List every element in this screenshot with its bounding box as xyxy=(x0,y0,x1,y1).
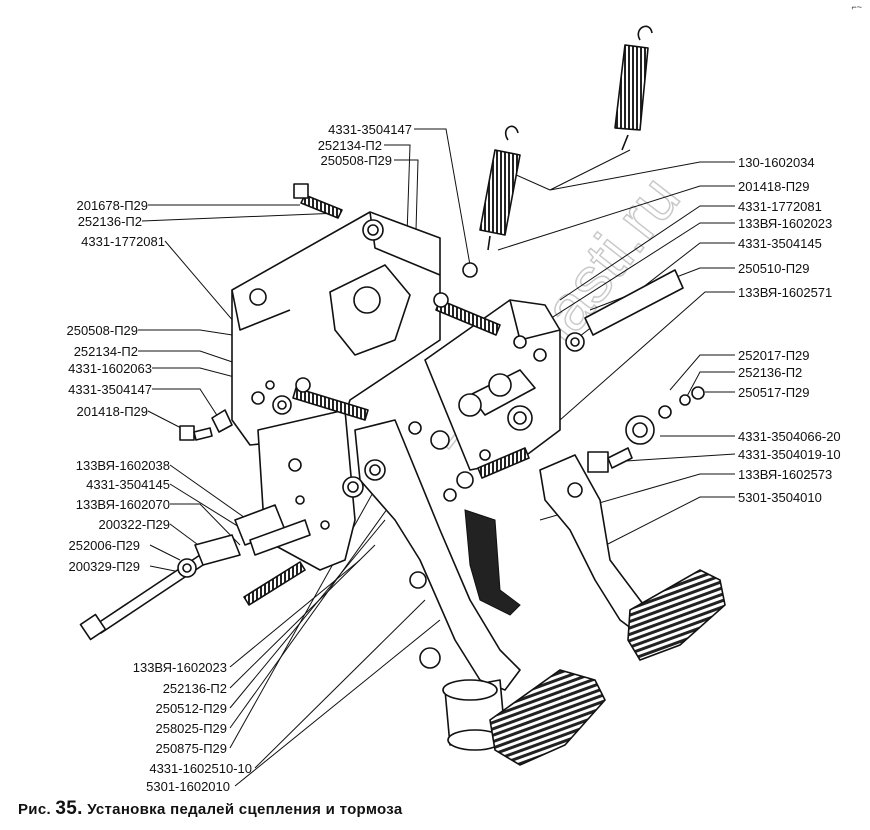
label-133vya-1602571: 133ВЯ-1602571 xyxy=(738,285,833,300)
label-250510-p29: 250510-П29 xyxy=(738,261,810,276)
label-133vya-1602023-right: 133ВЯ-1602023 xyxy=(738,216,833,231)
label-258025-p29: 258025-П29 xyxy=(155,721,227,736)
clutch-pedal-pad xyxy=(489,669,606,766)
pedal-bracket-assembly xyxy=(79,25,705,751)
label-252006-p29: 252006-П29 xyxy=(68,538,140,553)
label-252136-p2-left: 252136-П2 xyxy=(77,214,142,229)
label-133vya-1602038: 133ВЯ-1602038 xyxy=(75,458,170,473)
label-201418-p29-right: 201418-П29 xyxy=(738,179,810,194)
label-250875-p29: 250875-П29 xyxy=(155,741,227,756)
caption-number: 35. xyxy=(55,798,83,819)
label-4331-1602510-10: 4331-1602510-10 xyxy=(149,761,252,776)
label-133vya-1602023-bottom: 133ВЯ-1602023 xyxy=(132,660,227,675)
caption-prefix: Рис. xyxy=(18,801,51,818)
label-4331-3504147-top: 4331-3504147 xyxy=(328,122,412,137)
figure-caption: Рис. 35. Установка педалей сцепления и т… xyxy=(18,798,402,820)
label-252134-p2-left: 252134-П2 xyxy=(73,344,138,359)
label-5301-1602010: 5301-1602010 xyxy=(146,779,230,794)
caption-title: Установка педалей сцепления и тормоза xyxy=(87,801,403,818)
label-201418-p29-left: 201418-П29 xyxy=(76,404,148,419)
label-4331-1772081-left: 4331-1772081 xyxy=(81,234,165,249)
label-252136-p2-right: 252136-П2 xyxy=(738,365,803,380)
label-200322-p29: 200322-П29 xyxy=(98,517,170,532)
label-5301-3504010: 5301-3504010 xyxy=(738,490,822,505)
brake-pedal-pad xyxy=(627,569,726,661)
label-4331-3504145-left: 4331-3504145 xyxy=(86,477,170,492)
label-252134-p2-top: 252134-П2 xyxy=(317,138,382,153)
label-250508-p29-top: 250508-П29 xyxy=(320,153,392,168)
label-252136-p2-bottom: 252136-П2 xyxy=(162,681,227,696)
label-250517-p29: 250517-П29 xyxy=(738,385,810,400)
label-4331-1772081-right: 4331-1772081 xyxy=(738,199,822,214)
label-201678-p29: 201678-П29 xyxy=(76,198,148,213)
label-133vya-1602573: 133ВЯ-1602573 xyxy=(738,467,833,482)
label-252017-p29: 252017-П29 xyxy=(738,348,810,363)
clutch-link xyxy=(464,509,521,616)
label-4331-3504066-20: 4331-3504066-20 xyxy=(738,429,841,444)
label-4331-1602063: 4331-1602063 xyxy=(68,361,152,376)
label-133vya-1602070: 133ВЯ-1602070 xyxy=(75,497,170,512)
label-250508-p29-left: 250508-П29 xyxy=(66,323,138,338)
label-130-1602034: 130-1602034 xyxy=(738,155,815,170)
label-4331-3504147-left: 4331-3504147 xyxy=(68,382,152,397)
corner-mark: ⌐~ xyxy=(851,2,862,12)
label-4331-3504019-10: 4331-3504019-10 xyxy=(738,447,841,462)
label-4331-3504145-right: 4331-3504145 xyxy=(738,236,822,251)
label-250512-p29: 250512-П29 xyxy=(155,701,227,716)
label-200329-p29: 200329-П29 xyxy=(68,559,140,574)
